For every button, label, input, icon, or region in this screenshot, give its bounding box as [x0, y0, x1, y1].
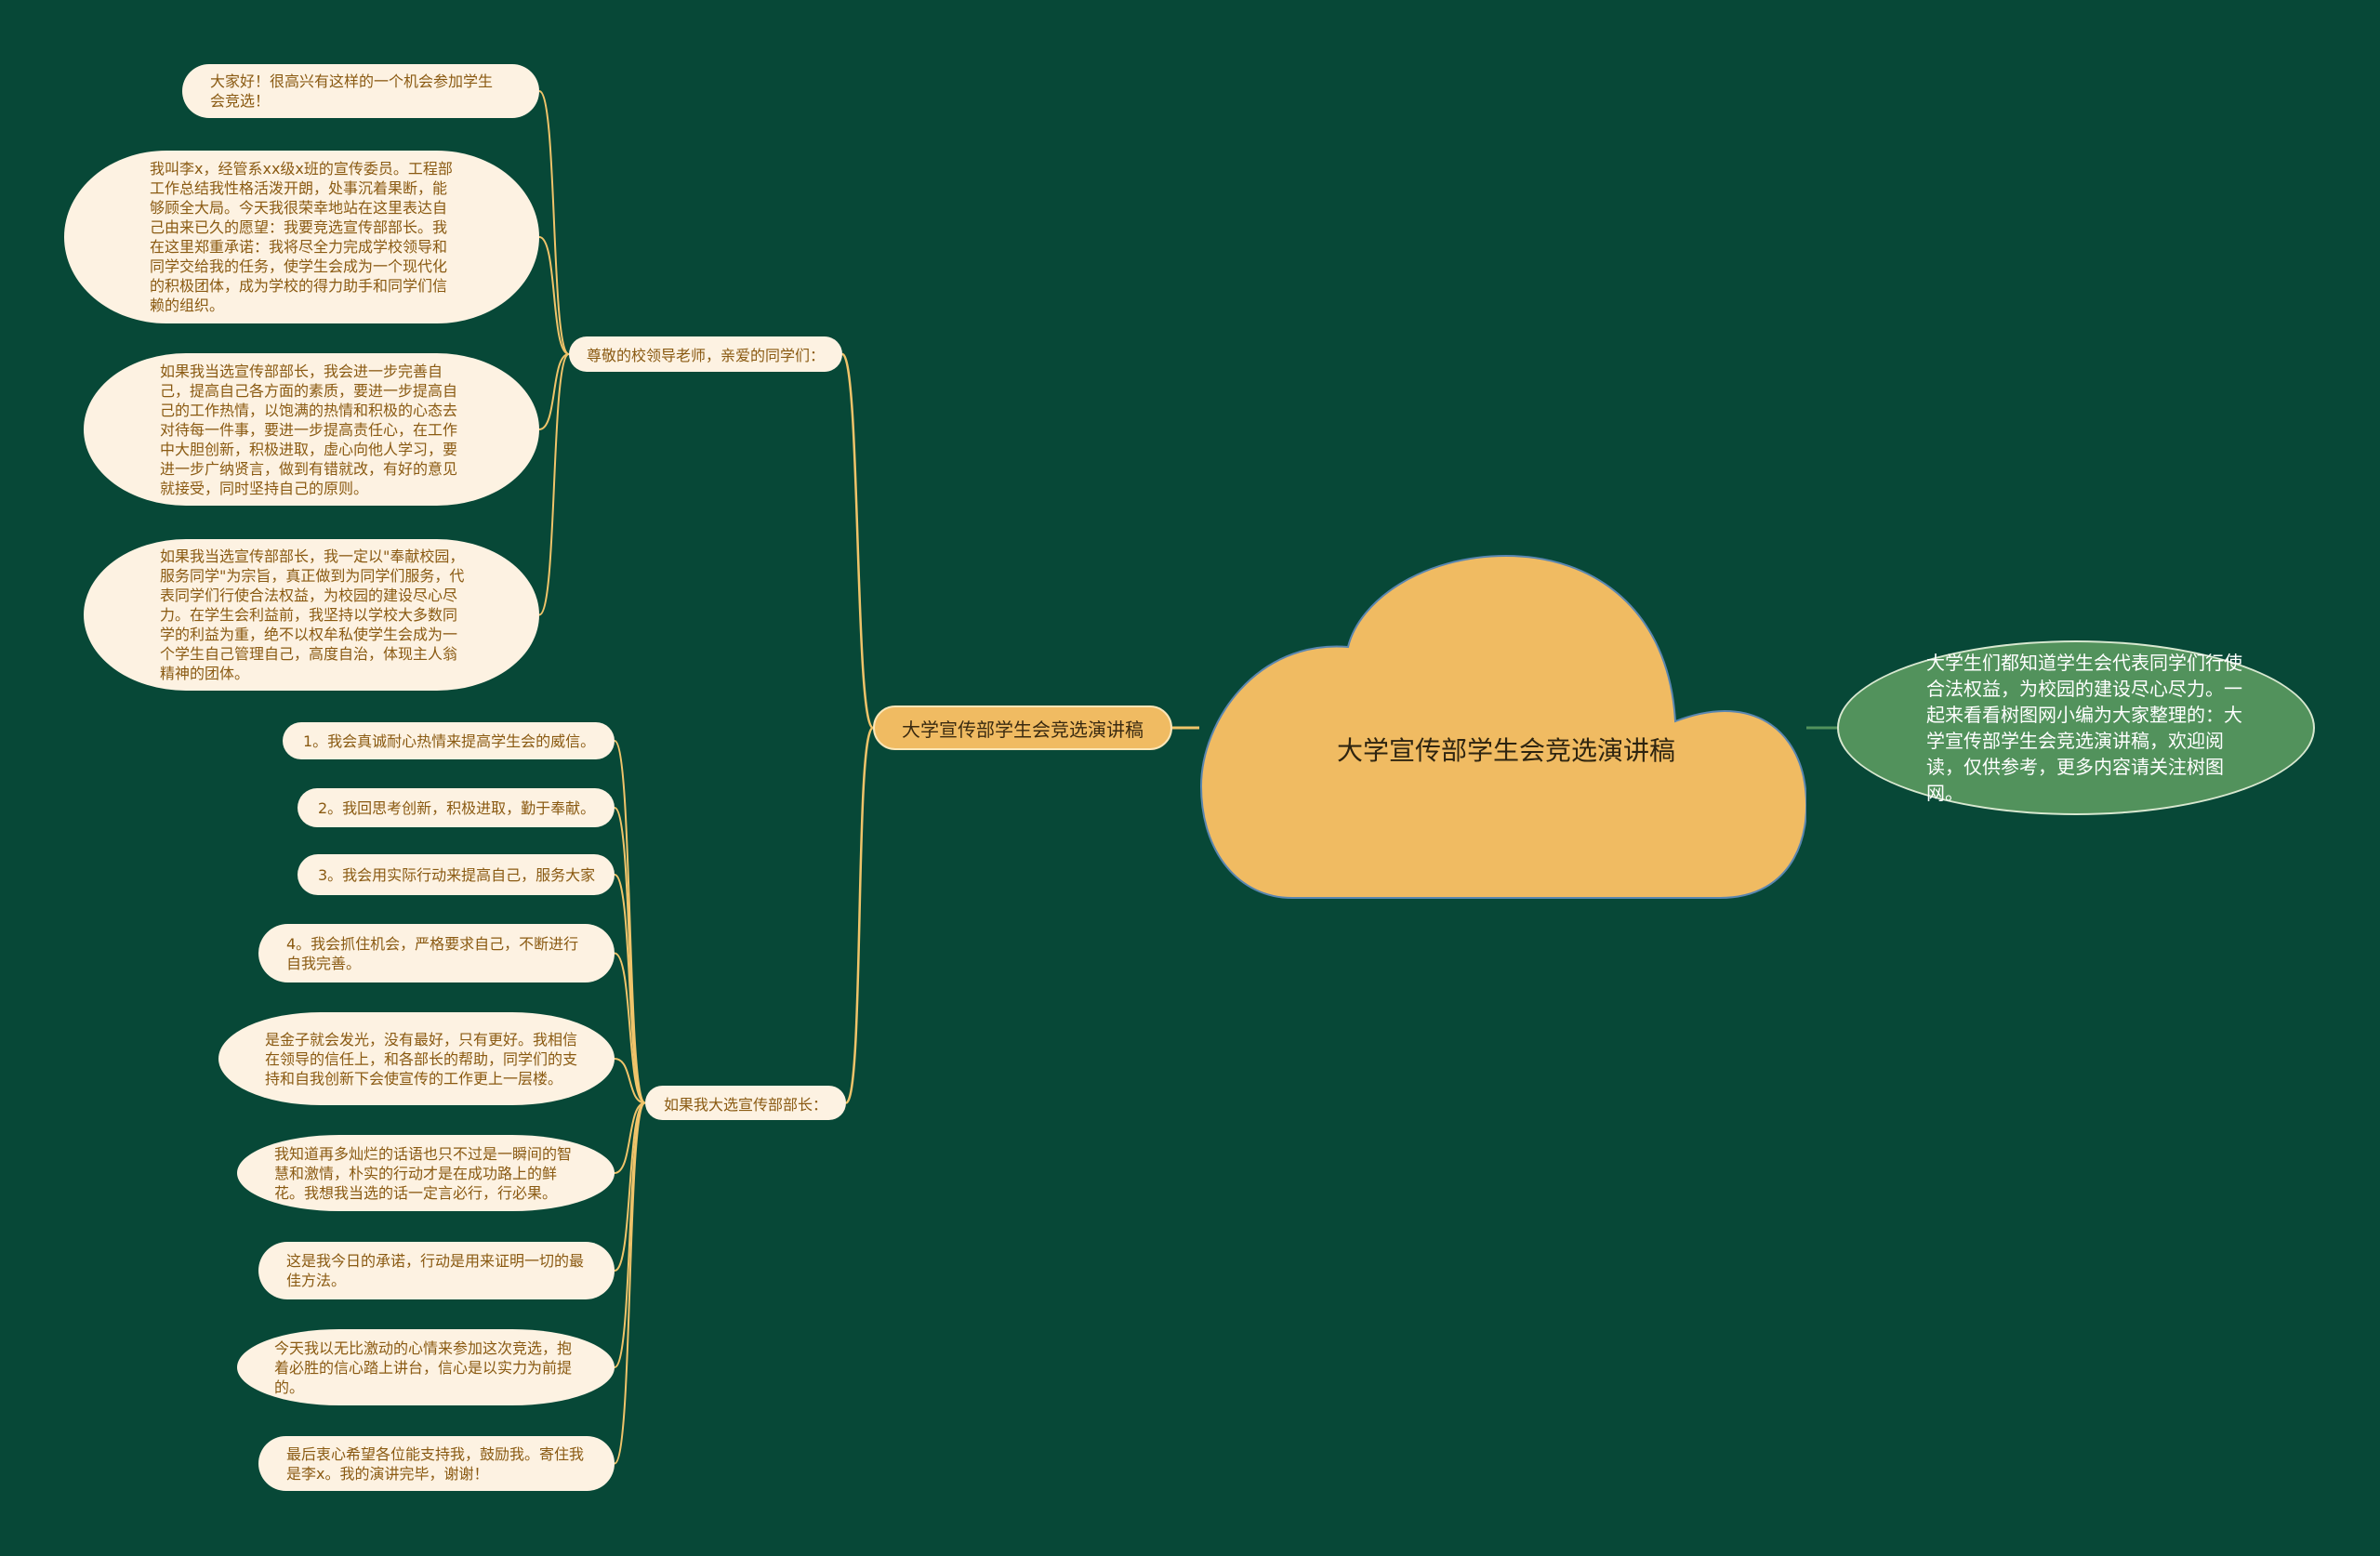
- leaf-node[interactable]: 4。我会抓住机会，严格要求自己，不断进行自我完善。: [258, 924, 615, 982]
- leaf-link: [538, 90, 570, 355]
- leaf-link: [614, 740, 646, 1104]
- leaf-text: 3。我会用实际行动来提高自己，服务大家: [318, 865, 596, 884]
- branch-link: [840, 352, 875, 730]
- leaf-link: [614, 1101, 646, 1272]
- leaf-node[interactable]: 我知道再多灿烂的话语也只不过是一瞬间的智慧和激情，朴实的行动才是在成功路上的鲜花…: [237, 1135, 615, 1211]
- leaf-text: 1。我会真诚耐心热情来提高学生会的威信。: [303, 732, 596, 750]
- main-branch-label: 大学宣传部学生会竞选演讲稿: [902, 718, 1144, 741]
- leaf-node[interactable]: 最后衷心希望各位能支持我，鼓励我。寄住我是李x。我的演讲完毕，谢谢！: [258, 1436, 615, 1491]
- leaf-link: [614, 1058, 646, 1104]
- main-branch-node[interactable]: 大学宣传部学生会竞选演讲稿: [873, 705, 1172, 750]
- leaf-node[interactable]: 如果我当选宣传部部长，我一定以"奉献校园，服务同学"为宗旨，真正做到为同学们服务…: [84, 539, 539, 691]
- leaf-node[interactable]: 大家好！很高兴有这样的一个机会参加学生会竞选！: [182, 64, 539, 118]
- leaf-text: 大家好！很高兴有这样的一个机会参加学生会竞选！: [210, 73, 494, 110]
- leaf-node[interactable]: 是金子就会发光，没有最好，只有更好。我相信在领导的信任上，和各部长的帮助，同学们…: [218, 1012, 615, 1105]
- leaf-text: 是金子就会发光，没有最好，只有更好。我相信在领导的信任上，和各部长的帮助，同学们…: [265, 1030, 578, 1088]
- leaf-link: [538, 353, 570, 430]
- leaf-node[interactable]: 我叫李x，经管系xx级x班的宣传委员。工程部工作总结我性格活泼开朗，处事沉着果断…: [64, 151, 539, 323]
- root-topic[interactable]: 大学宣传部学生会竞选演讲稿: [1336, 735, 1675, 766]
- leaf-link: [614, 807, 646, 1104]
- leaf-node[interactable]: 这是我今日的承诺，行动是用来证明一切的最佳方法。: [258, 1242, 615, 1299]
- leaf-text: 如果我当选宣传部部长，我会进一步完善自己，提高自己各方面的素质，要进一步提高自己…: [160, 362, 458, 497]
- leaf-node[interactable]: 2。我回思考创新，积极进取，勤于奉献。: [298, 788, 615, 827]
- leaf-link: [614, 874, 646, 1104]
- leaf-text: 我知道再多灿烂的话语也只不过是一瞬间的智慧和激情，朴实的行动才是在成功路上的鲜花…: [274, 1144, 573, 1202]
- leaf-text: 如果我当选宣传部部长，我一定以"奉献校园，服务同学"为宗旨，真正做到为同学们服务…: [160, 547, 465, 682]
- leaf-node[interactable]: 1。我会真诚耐心热情来提高学生会的威信。: [283, 722, 615, 759]
- leaf-text: 今天我以无比激动的心情来参加这次竞选，抱着必胜的信心踏上讲台，信心是以实力为前提…: [274, 1338, 573, 1396]
- branch-label: 尊敬的校领导老师，亲爱的同学们：: [586, 347, 825, 364]
- leaf-node[interactable]: 如果我当选宣传部部长，我会进一步完善自己，提高自己各方面的素质，要进一步提高自己…: [84, 353, 539, 506]
- branch-if-elected[interactable]: 如果我大选宣传部部长：: [645, 1086, 846, 1120]
- summary-node[interactable]: 大学生们都知道学生会代表同学们行使合法权益，为校园的建设尽心尽力。一起来看看树图…: [1837, 640, 2315, 815]
- leaf-node[interactable]: 3。我会用实际行动来提高自己，服务大家: [298, 854, 615, 895]
- leaf-link: [538, 236, 570, 355]
- branch-label: 如果我大选宣传部部长：: [663, 1095, 827, 1114]
- leaf-node[interactable]: 今天我以无比激动的心情来参加这次竞选，抱着必胜的信心踏上讲台，信心是以实力为前提…: [237, 1329, 615, 1405]
- branch-link: [844, 726, 875, 1104]
- summary-text: 大学生们都知道学生会代表同学们行使合法权益，为校园的建设尽心尽力。一起来看看树图…: [1926, 652, 2242, 804]
- leaf-text: 最后衷心希望各位能支持我，鼓励我。寄住我是李x。我的演讲完毕，谢谢！: [286, 1444, 585, 1483]
- root-cloud-shape: [1199, 554, 1806, 899]
- leaf-link: [614, 1101, 646, 1174]
- leaf-text: 这是我今日的承诺，行动是用来证明一切的最佳方法。: [286, 1252, 585, 1289]
- leaf-link: [614, 952, 646, 1104]
- leaf-link: [614, 1101, 646, 1465]
- leaf-text: 2。我回思考创新，积极进取，勤于奉献。: [318, 798, 596, 817]
- leaf-text: 我叫李x，经管系xx级x班的宣传委员。工程部工作总结我性格活泼开朗，处事沉着果断…: [150, 160, 453, 314]
- branch-greeting[interactable]: 尊敬的校领导老师，亲爱的同学们：: [569, 336, 842, 372]
- leaf-text: 4。我会抓住机会，严格要求自己，不断进行自我完善。: [286, 934, 579, 972]
- leaf-link: [538, 353, 570, 616]
